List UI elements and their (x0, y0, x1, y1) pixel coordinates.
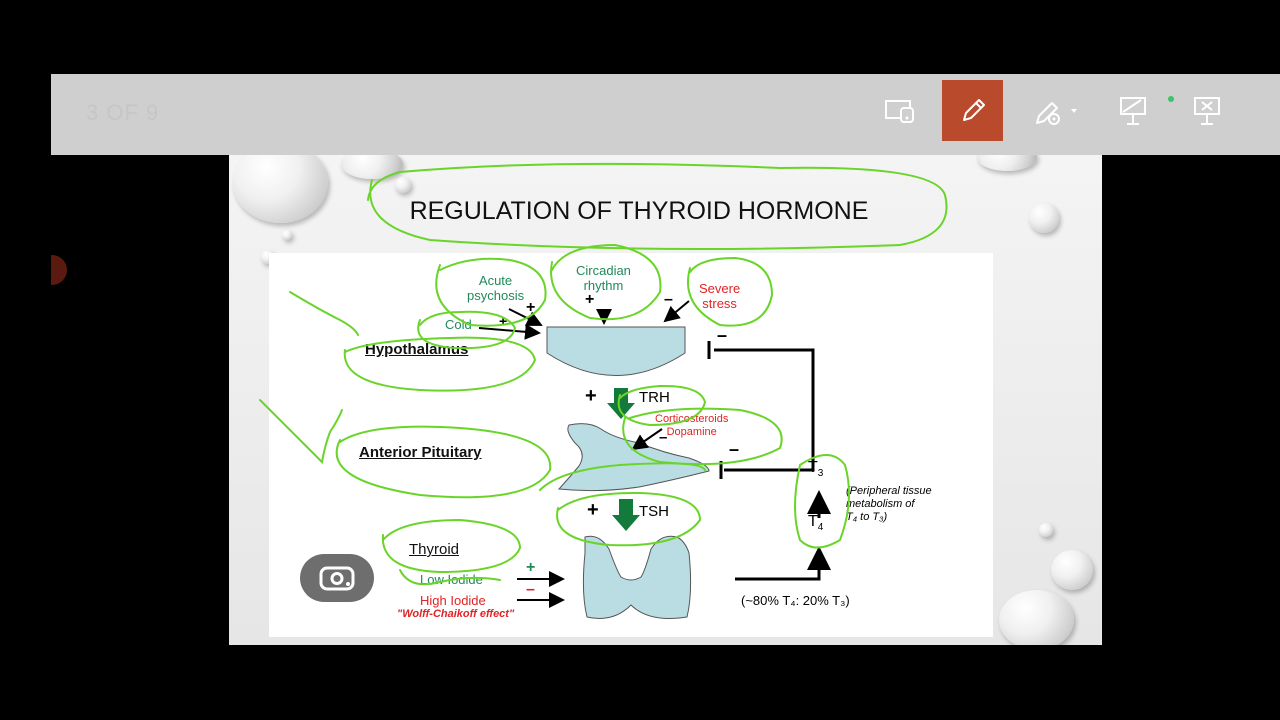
slide-view-button[interactable] (869, 80, 930, 141)
water-drop (341, 155, 403, 179)
board-clear-icon (1193, 96, 1220, 125)
water-drop (977, 155, 1037, 171)
sign-minus: – (659, 429, 668, 446)
water-drop (395, 177, 411, 193)
water-drop (233, 155, 328, 223)
pen-settings-icon (1035, 101, 1077, 125)
label-wolff-chaikoff: "Wolff-Chaikoff effect" (397, 608, 515, 620)
water-drop (1051, 550, 1093, 590)
label-hypothalamus: Hypothalamus (365, 341, 469, 358)
slide-preview-icon (884, 99, 914, 123)
sign-plus: + (499, 313, 508, 329)
lens-search-button[interactable] (300, 554, 374, 602)
label-severe-stress: Severe stress (699, 281, 741, 311)
label-peripheral-metabolism: (Peripheral tissue metabolism of T₄ to T… (846, 485, 932, 523)
label-t4: T4 (808, 513, 824, 534)
presentation-toolbar: 3 OF 9 (51, 74, 1280, 155)
label-acute-psychosis: Acute psychosis (467, 273, 525, 303)
label-low-iodide: Low Iodide (420, 572, 483, 587)
pen-button[interactable] (942, 80, 1003, 141)
ink-settings-button[interactable] (1026, 80, 1087, 141)
sign-plus: + (526, 559, 536, 576)
label-t3: T3 (808, 459, 824, 480)
slide-counter: 3 OF 9 (86, 100, 160, 125)
clear-ink-button[interactable] (1177, 80, 1238, 141)
sign-minus: – (526, 581, 535, 598)
sign-plus: + (526, 299, 536, 316)
label-t4-t3-ratio: (~80% T₄: 20% T₃) (741, 593, 850, 608)
sign-minus: – (717, 325, 728, 345)
thyroid-regulation-diagram: Acute psychosis Circadian rhythm Severe … (269, 253, 993, 637)
board-eraser-icon (1119, 96, 1146, 125)
google-lens-icon (319, 566, 355, 591)
water-drop (999, 590, 1074, 645)
sign-plus: + (587, 499, 599, 521)
pen-icon (962, 98, 985, 121)
slide-title: REGULATION OF THYROID HORMONE (409, 197, 869, 225)
eraser-button[interactable] (1103, 80, 1164, 141)
sign-plus: + (585, 385, 597, 407)
trh-green-arrow (607, 388, 635, 419)
label-anterior-pituitary: Anterior Pituitary (359, 444, 482, 461)
sign-plus: + (585, 291, 595, 308)
sign-minus: – (664, 291, 673, 308)
water-drop (1029, 203, 1059, 233)
thyroid-shape (582, 535, 692, 619)
hypothalamus-shape (546, 326, 686, 376)
sign-minus: – (729, 439, 740, 459)
label-cold: Cold (445, 317, 472, 332)
water-drop (282, 230, 292, 240)
tsh-green-arrow (612, 499, 640, 531)
side-panel-handle[interactable] (51, 255, 67, 285)
water-drop (1039, 523, 1053, 537)
label-tsh: TSH (639, 503, 669, 520)
label-thyroid: Thyroid (409, 541, 460, 558)
label-circadian-rhythm: Circadian rhythm (576, 263, 631, 293)
label-trh: TRH (639, 389, 670, 406)
status-dot (1168, 96, 1174, 102)
label-high-iodide: High Iodide (420, 593, 486, 608)
